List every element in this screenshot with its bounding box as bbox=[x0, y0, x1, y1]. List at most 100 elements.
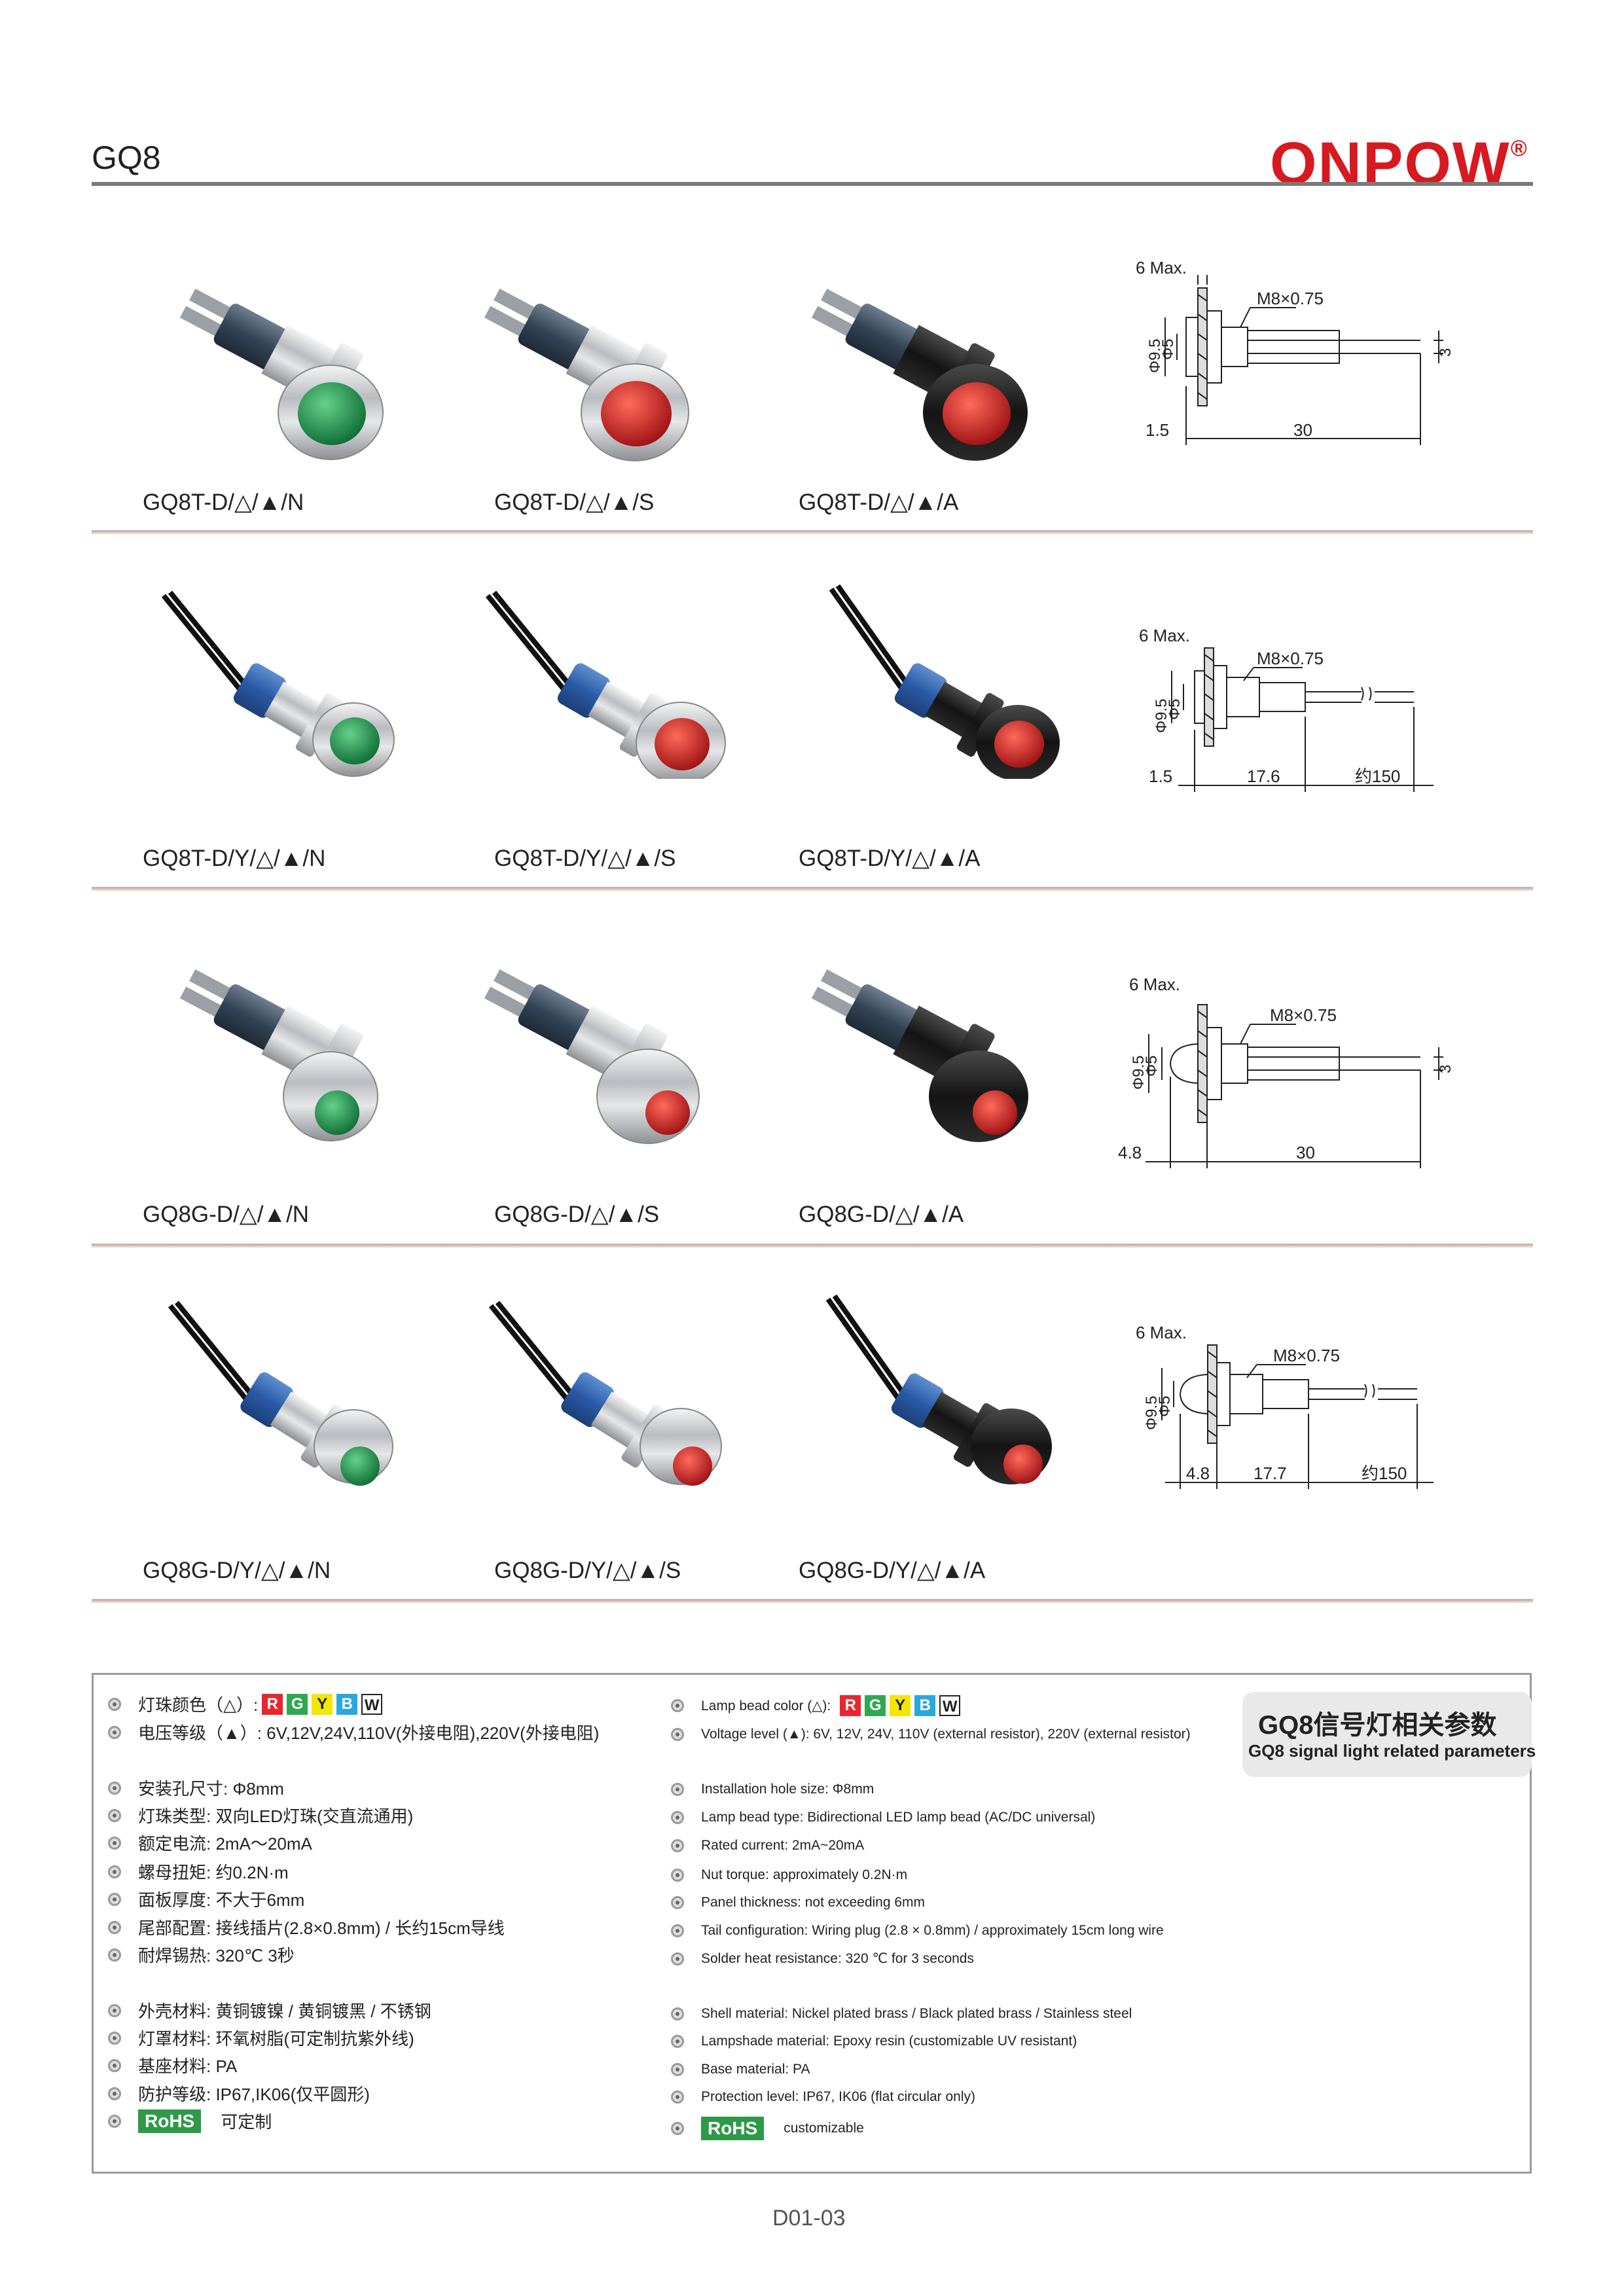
spec-voltage-en: Voltage level (▲): 6V, 12V, 24V, 110V (e… bbox=[671, 1727, 1191, 1742]
dim-d2: Φ5 bbox=[1156, 1396, 1174, 1418]
spec-panel-en: Panel thickness: not exceeding 6mm bbox=[671, 1895, 925, 1910]
spec-shell-zh: 外壳材料: 黄铜镀镍 / 黄铜镀黑 / 不锈钢 bbox=[108, 1998, 431, 2022]
spec-torque-zh: 螺母扭矩: 约0.2N·m bbox=[108, 1859, 289, 1884]
bullet-icon bbox=[671, 2007, 684, 2020]
spec-base-en: Base material: PA bbox=[671, 2062, 810, 2077]
bullet-icon bbox=[671, 1699, 684, 1712]
dim-d1: Φ9.5 bbox=[1130, 1055, 1147, 1090]
bullet-icon bbox=[671, 1811, 684, 1824]
spec-hole-zh: 安装孔尺寸: Φ8mm bbox=[108, 1776, 284, 1800]
bullet-icon bbox=[671, 1783, 684, 1796]
spec-torque-en: Nut torque: approximately 0.2N·m bbox=[671, 1867, 907, 1883]
chip-red: R bbox=[840, 1695, 861, 1716]
model-label: GQ8G-D/Y/△/▲/N bbox=[143, 1558, 331, 1583]
model-label: GQ8T-D/Y/△/▲/S bbox=[494, 846, 676, 871]
bullet-icon bbox=[671, 1896, 684, 1909]
spec-color-zh: 灯珠颜色（△）: R G Y B W bbox=[108, 1692, 383, 1716]
bullet-icon bbox=[671, 2063, 684, 2076]
chip-blue: B bbox=[336, 1693, 358, 1715]
dim-max: 6 Max. bbox=[1136, 1323, 1187, 1342]
chip-white: W bbox=[939, 1695, 961, 1716]
chip-yellow: Y bbox=[312, 1693, 333, 1715]
brand-logo: ONPOW® bbox=[1270, 130, 1528, 197]
bullet-icon bbox=[671, 2090, 684, 2104]
model-label: GQ8T-D/Y/△/▲/A bbox=[799, 846, 981, 871]
product-photo-gq8g-y-n bbox=[168, 1300, 393, 1486]
dim-thread: M8×0.75 bbox=[1257, 289, 1324, 308]
spec-hole-en: Installation hole size: Φ8mm bbox=[671, 1782, 874, 1797]
dim-max: 6 Max. bbox=[1129, 975, 1180, 994]
dim-wire: 约150 bbox=[1355, 766, 1400, 786]
bullet-icon bbox=[108, 1920, 121, 1934]
model-label: GQ8G-D/△/▲/N bbox=[143, 1202, 310, 1227]
model-label: GQ8G-D/△/▲/A bbox=[799, 1202, 964, 1227]
params-title-en: GQ8 signal light related parameters bbox=[1248, 1741, 1536, 1761]
product-photo-gq8t-n bbox=[179, 289, 384, 460]
spec-protect-en: Protection level: IP67, IK06 (flat circu… bbox=[671, 2089, 975, 2105]
bullet-icon bbox=[671, 1728, 684, 1741]
bullet-icon bbox=[671, 1839, 684, 1852]
dimension-drawing: 6 Max. M8×0.75 Φ9.5 Φ5 1.5 17.6 约150 bbox=[1139, 626, 1434, 792]
dim-length: 30 bbox=[1296, 1143, 1315, 1162]
product-photo-gq8t-y-n bbox=[161, 590, 395, 777]
dimension-drawing: 6 Max. M8×0.75 Φ9.5 Φ5 4.8 17.7 约150 bbox=[1136, 1323, 1434, 1489]
bullet-icon bbox=[108, 1697, 121, 1711]
dim-length: 17.6 bbox=[1247, 766, 1280, 786]
row-divider bbox=[92, 1244, 1533, 1247]
row-divider bbox=[92, 1599, 1533, 1603]
rohs-badge: RoHS bbox=[701, 2117, 765, 2140]
model-label: GQ8G-D/△/▲/S bbox=[494, 1202, 660, 1227]
product-photo-gq8g-y-a bbox=[825, 1294, 1052, 1484]
params-title-box bbox=[1242, 1692, 1532, 1777]
dim-flange: 4.8 bbox=[1186, 1463, 1210, 1483]
spec-base-zh: 基座材料: PA bbox=[108, 2053, 237, 2077]
dim-d1: Φ9.5 bbox=[1143, 1395, 1161, 1430]
spec-shade-en: Lampshade material: Epoxy resin (customi… bbox=[671, 2034, 1077, 2049]
chip-green: G bbox=[865, 1695, 886, 1716]
dim-d2: Φ5 bbox=[1166, 699, 1183, 721]
product-photo-gq8g-s bbox=[484, 969, 700, 1144]
chip-red: R bbox=[262, 1693, 283, 1715]
dim-thread: M8×0.75 bbox=[1257, 649, 1324, 668]
spec-solder-zh: 耐焊锡热: 320℃ 3秒 bbox=[108, 1943, 295, 1967]
dim-thread: M8×0.75 bbox=[1270, 1005, 1337, 1025]
spec-solder-en: Solder heat resistance: 320 ℃ for 3 seco… bbox=[671, 1950, 974, 1967]
model-label: GQ8T-D/△/▲/A bbox=[799, 490, 959, 515]
bullet-icon bbox=[671, 2122, 684, 2135]
bullet-icon bbox=[671, 2035, 684, 2048]
chip-green: G bbox=[287, 1693, 308, 1715]
params-title-zh: GQ8信号灯相关参数 bbox=[1258, 1711, 1497, 1740]
model-label: GQ8G-D/Y/△/▲/S bbox=[494, 1558, 681, 1583]
product-photo-gq8g-n bbox=[179, 969, 378, 1141]
spec-box bbox=[92, 1673, 1532, 2174]
bullet-icon bbox=[108, 2031, 121, 2045]
product-photo-gq8g-a bbox=[811, 969, 1028, 1142]
dim-flange: 1.5 bbox=[1146, 420, 1169, 440]
dim-pin: 3 bbox=[1437, 348, 1454, 357]
spec-current-zh: 额定电流: 2mA～20mA bbox=[108, 1831, 312, 1855]
spec-panel-zh: 面板厚度: 不大于6mm bbox=[108, 1887, 304, 1911]
product-photo-gq8t-y-s bbox=[485, 590, 726, 779]
model-label: GQ8T-D/△/▲/S bbox=[494, 490, 655, 515]
bullet-icon bbox=[108, 1948, 121, 1962]
bullet-icon bbox=[108, 1781, 121, 1795]
bullet-icon bbox=[671, 1869, 684, 1882]
product-photo-gq8t-y-a bbox=[829, 584, 1060, 779]
dim-length: 30 bbox=[1293, 420, 1312, 440]
dim-max: 6 Max. bbox=[1136, 258, 1187, 278]
bullet-icon bbox=[108, 2114, 121, 2128]
page-number: D01-03 bbox=[772, 2206, 846, 2231]
bullet-icon bbox=[108, 1836, 121, 1850]
spec-voltage-zh: 电压等级（▲）: 6V,12V,24V,110V(外接电阻),220V(外接电阻… bbox=[108, 1720, 599, 1744]
dim-length: 17.7 bbox=[1254, 1463, 1287, 1483]
spec-shade-zh: 灯罩材料: 环氧树脂(可定制抗紫外线) bbox=[108, 2026, 414, 2050]
spec-tail-en: Tail configuration: Wiring plug (2.8 × 0… bbox=[671, 1923, 1164, 1939]
spec-protect-zh: 防护等级: IP67,IK06(仅平圆形) bbox=[108, 2081, 370, 2106]
dimension-drawing: 6 Max. M8×0.75 Φ9.5 Φ5 3 1.5 30 bbox=[1136, 258, 1454, 445]
dim-thread: M8×0.75 bbox=[1273, 1346, 1340, 1365]
chip-yellow: Y bbox=[890, 1695, 911, 1716]
dim-flange: 1.5 bbox=[1149, 766, 1172, 786]
model-label: GQ8G-D/Y/△/▲/A bbox=[799, 1558, 986, 1583]
bullet-icon bbox=[108, 2087, 121, 2100]
